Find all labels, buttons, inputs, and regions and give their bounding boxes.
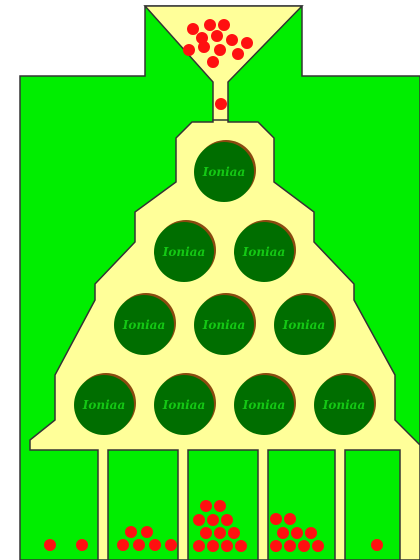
peg-label: Ioniaa bbox=[202, 318, 245, 332]
ball bbox=[183, 44, 195, 56]
ball bbox=[284, 540, 296, 552]
ball bbox=[76, 539, 88, 551]
peg-label: Ioniaa bbox=[242, 245, 285, 259]
ball bbox=[207, 56, 219, 68]
ball bbox=[165, 539, 177, 551]
ball bbox=[270, 513, 282, 525]
peg-label: Ioniaa bbox=[202, 165, 245, 179]
ball bbox=[312, 540, 324, 552]
ball bbox=[241, 37, 253, 49]
ball bbox=[305, 527, 317, 539]
ball bbox=[149, 539, 161, 551]
ball bbox=[117, 539, 129, 551]
ball bbox=[193, 540, 205, 552]
ball bbox=[228, 527, 240, 539]
ball bbox=[187, 23, 199, 35]
ball bbox=[44, 539, 56, 551]
ball bbox=[298, 540, 310, 552]
ball bbox=[214, 44, 226, 56]
ball bbox=[218, 19, 230, 31]
ball bbox=[211, 30, 223, 42]
peg-label: Ioniaa bbox=[122, 318, 165, 332]
ball bbox=[284, 513, 296, 525]
peg-label: Ioniaa bbox=[82, 398, 125, 412]
ball bbox=[291, 527, 303, 539]
ball bbox=[221, 514, 233, 526]
peg-label: Ioniaa bbox=[162, 398, 205, 412]
ball bbox=[214, 527, 226, 539]
ball bbox=[133, 539, 145, 551]
ball bbox=[214, 500, 226, 512]
ball bbox=[200, 500, 212, 512]
ball bbox=[207, 514, 219, 526]
ball bbox=[226, 34, 238, 46]
ball bbox=[204, 19, 216, 31]
peg-label: Ioniaa bbox=[322, 398, 365, 412]
ball bbox=[200, 527, 212, 539]
ball bbox=[221, 540, 233, 552]
ball bbox=[371, 539, 383, 551]
ball bbox=[125, 526, 137, 538]
peg-label: Ioniaa bbox=[282, 318, 325, 332]
ball bbox=[235, 540, 247, 552]
ball bbox=[270, 540, 282, 552]
ball bbox=[215, 98, 227, 110]
peg-label: Ioniaa bbox=[242, 398, 285, 412]
ball bbox=[193, 514, 205, 526]
ball bbox=[232, 48, 244, 60]
ball bbox=[277, 527, 289, 539]
peg-label: Ioniaa bbox=[162, 245, 205, 259]
ball bbox=[141, 526, 153, 538]
ball bbox=[198, 41, 210, 53]
ball bbox=[207, 540, 219, 552]
